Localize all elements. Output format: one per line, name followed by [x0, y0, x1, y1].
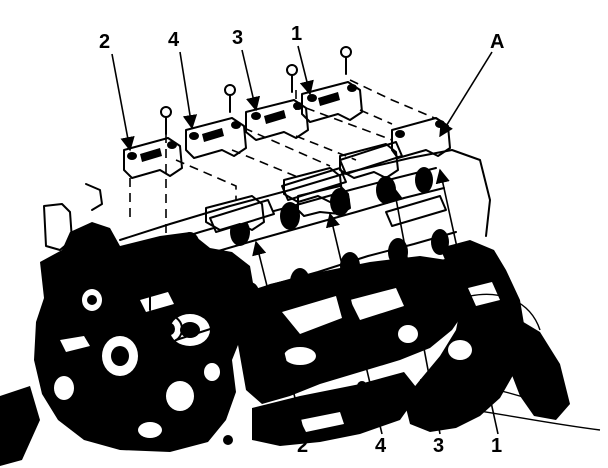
callout-4-top: 4 — [168, 29, 180, 51]
callouts-top: 2 4 3 1 A — [99, 23, 504, 53]
leader-arrows — [111, 45, 499, 435]
callout-2-bottom: 2 — [297, 435, 308, 457]
callout-1-bottom: 1 — [491, 435, 502, 457]
callout-4-bottom: 4 — [375, 435, 387, 457]
callout-1-top: 1 — [291, 23, 302, 45]
bearing-cap-4 — [185, 117, 247, 159]
callout-2-top: 2 — [99, 31, 110, 53]
callout-a: A — [490, 31, 504, 53]
bearing-cap-2 — [123, 137, 183, 179]
callout-3-top: 3 — [232, 27, 243, 49]
callouts-bottom: 2 4 3 1 — [297, 435, 502, 457]
engine-cylinder-head-drawing — [0, 141, 601, 466]
assembly-dashed-lines — [129, 79, 445, 250]
callout-3-bottom: 3 — [433, 435, 444, 457]
cap-bolts — [160, 46, 352, 135]
bearing-cap-lower-row — [205, 143, 399, 231]
bearing-cap-1 — [301, 81, 363, 123]
bearing-cap-3 — [245, 99, 309, 141]
